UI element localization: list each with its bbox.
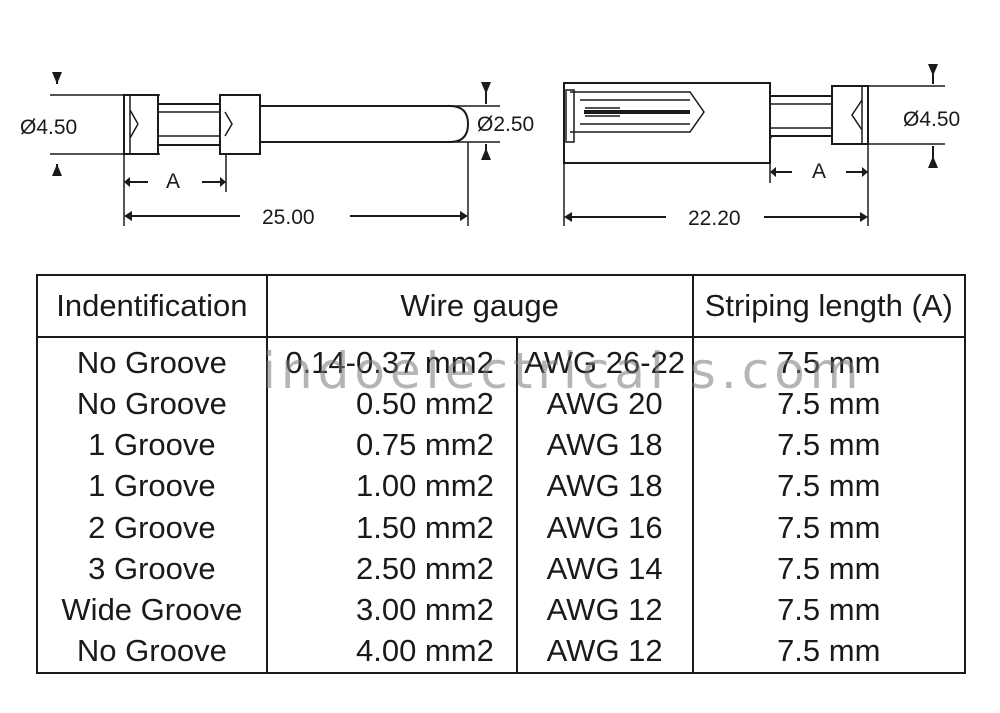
table-row: No Groove 0.50 mm2 AWG 20 7.5 mm: [36, 383, 966, 425]
cell-mm2: 3.00 mm2: [265, 589, 518, 631]
cell-identification: Wide Groove: [36, 589, 268, 631]
cell-awg: AWG 12: [515, 589, 694, 631]
male-length-label: 25.00: [262, 206, 315, 229]
table-header-row: Indentification Wire gauge Striping leng…: [36, 274, 966, 338]
table-row: 3 Groove 2.50 mm2 AWG 14 7.5 mm: [36, 548, 966, 590]
male-diameter-label: Ø4.50: [20, 116, 77, 139]
cell-length: 7.5 mm: [691, 383, 966, 425]
cell-awg: AWG 14: [515, 548, 694, 590]
male-tip-diameter-label: Ø2.50: [477, 113, 534, 136]
cell-mm2: 2.50 mm2: [265, 548, 518, 590]
cell-awg: AWG 12: [515, 630, 694, 673]
header-wire-gauge: Wire gauge: [265, 274, 694, 338]
female-strip-label: A: [812, 160, 826, 183]
female-length-label: 22.20: [688, 207, 741, 230]
cell-mm2: 0.14-0.37 mm2: [265, 337, 518, 384]
cell-identification: 3 Groove: [36, 548, 268, 590]
cell-mm2: 4.00 mm2: [265, 630, 518, 673]
header-identification: Indentification: [36, 274, 268, 338]
cell-length: 7.5 mm: [691, 507, 966, 549]
table-row: Wide Groove 3.00 mm2 AWG 12 7.5 mm: [36, 589, 966, 631]
cell-mm2: 1.50 mm2: [265, 507, 518, 549]
male-pin-drawing: Ø4.50 Ø2.50 A: [20, 72, 534, 229]
cell-length: 7.5 mm: [691, 424, 966, 466]
cell-identification: No Groove: [36, 383, 268, 425]
cell-identification: 1 Groove: [36, 424, 268, 466]
cell-mm2: 0.75 mm2: [265, 424, 518, 466]
wire-gauge-table: Indentification Wire gauge Striping leng…: [36, 274, 966, 674]
header-striping-length: Striping length (A): [691, 274, 966, 338]
table-row: No Groove 0.14-0.37 mm2 AWG 26-22 7.5 mm: [36, 337, 966, 384]
cell-awg: AWG 26-22: [515, 337, 694, 384]
cell-length: 7.5 mm: [691, 548, 966, 590]
contact-drawings: Ø4.50 Ø2.50 A: [20, 64, 960, 230]
cell-length: 7.5 mm: [691, 337, 966, 384]
table-row: 2 Groove 1.50 mm2 AWG 16 7.5 mm: [36, 507, 966, 549]
table-row: 1 Groove 0.75 mm2 AWG 18 7.5 mm: [36, 424, 966, 466]
cell-identification: 1 Groove: [36, 465, 268, 508]
cell-mm2: 1.00 mm2: [265, 465, 518, 508]
cell-mm2: 0.50 mm2: [265, 383, 518, 425]
cell-identification: No Groove: [36, 630, 268, 673]
table-row: 1 Groove 1.00 mm2 AWG 18 7.5 mm: [36, 465, 966, 508]
cell-identification: No Groove: [36, 337, 268, 384]
male-strip-label: A: [166, 170, 180, 193]
female-socket-drawing: Ø4.50 A 22.20: [563, 64, 960, 230]
cell-identification: 2 Groove: [36, 507, 268, 549]
cell-awg: AWG 20: [515, 383, 694, 425]
cell-length: 7.5 mm: [691, 630, 966, 673]
cell-length: 7.5 mm: [691, 589, 966, 631]
cell-length: 7.5 mm: [691, 465, 966, 508]
cell-awg: AWG 18: [515, 424, 694, 466]
female-diameter-label: Ø4.50: [903, 108, 960, 131]
cell-awg: AWG 18: [515, 465, 694, 508]
cell-awg: AWG 16: [515, 507, 694, 549]
table-row: No Groove 4.00 mm2 AWG 12 7.5 mm: [36, 630, 966, 673]
